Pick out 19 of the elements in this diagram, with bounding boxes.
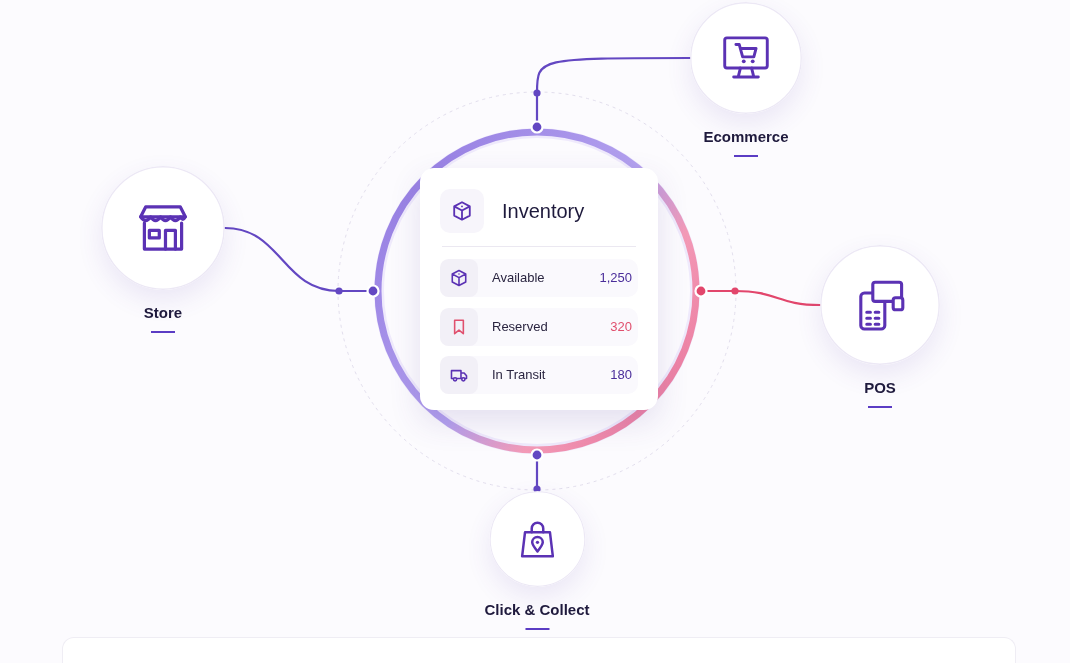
stock-count: 1,250 <box>599 270 632 286</box>
channel-label: Click & Collect <box>484 601 590 619</box>
stock-count: 320 <box>610 319 632 335</box>
channel-label: POS <box>864 379 896 397</box>
connector <box>530 448 544 493</box>
stock-label: In Transit <box>492 367 546 383</box>
channel-label: Ecommerce <box>703 128 789 146</box>
inventory-card <box>420 168 658 410</box>
stock-row <box>440 259 638 297</box>
channel-label: Store <box>143 304 183 322</box>
stock-count: 180 <box>610 367 632 383</box>
connector <box>223 226 380 298</box>
stock-row <box>440 356 638 394</box>
connector <box>530 56 692 134</box>
card-title: Inventory <box>502 199 585 223</box>
stock-label: Available <box>492 270 545 286</box>
connector <box>694 284 822 307</box>
stock-row <box>440 308 638 346</box>
stock-label: Reserved <box>492 319 548 335</box>
